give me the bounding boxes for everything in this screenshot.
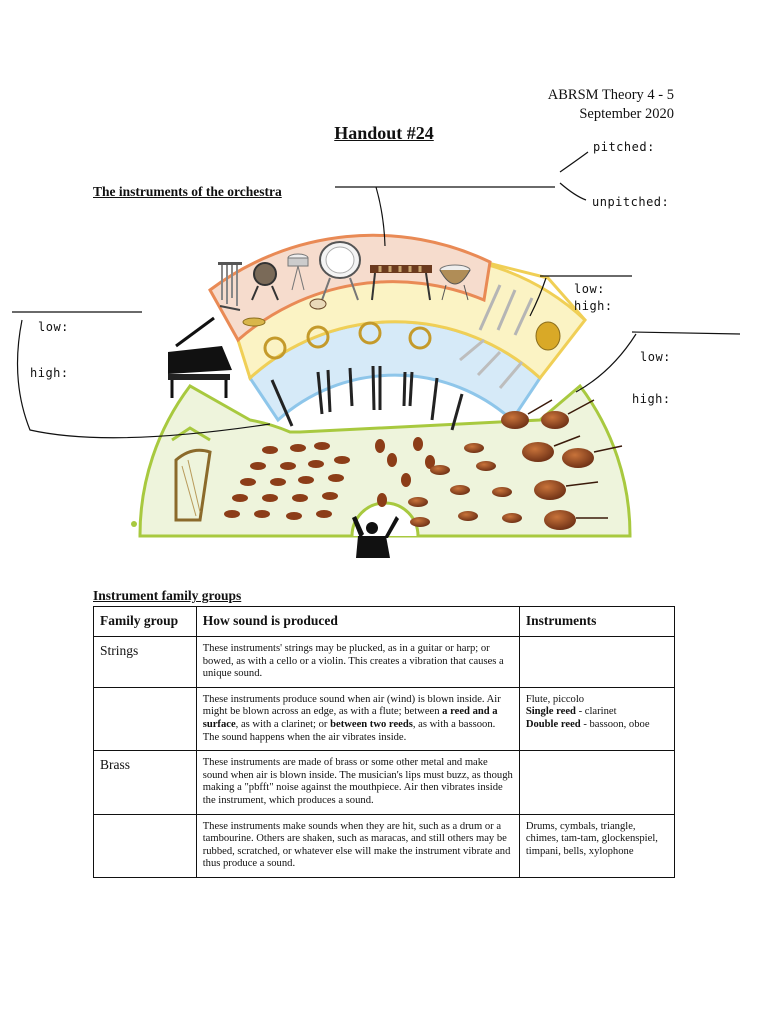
brass-low-annotation: low:	[574, 282, 605, 296]
left-low-annotation: low:	[38, 320, 69, 334]
instruments-cell	[518, 750, 676, 815]
instruments-cell: Flute, piccolo Single reed - clarinet Do…	[518, 686, 676, 752]
brass-high-annotation: high:	[574, 299, 613, 313]
conductor-icon	[352, 516, 399, 558]
table-header-row: Family group How sound is produced Instr…	[93, 606, 676, 637]
instrument-family-table: Family group How sound is produced Instr…	[93, 606, 676, 878]
trumpet-icon	[459, 338, 524, 389]
table-row: These instruments produce sound when air…	[93, 686, 676, 752]
date-label: September 2020	[579, 106, 674, 122]
xylophone-icon	[370, 265, 432, 301]
table-row: Brass These instruments are made of bras…	[93, 750, 676, 815]
document-header: ABRSM Theory 4 - 5 September 2020	[548, 86, 674, 124]
annotation-lines	[12, 151, 741, 439]
unpitched-annotation: unpitched:	[592, 195, 670, 209]
chimes-icon	[218, 262, 242, 311]
left-high-annotation: high:	[30, 366, 69, 380]
grand-piano-icon	[168, 316, 232, 398]
instruments-cell: Drums, cymbals, triangle, chimes, tam-ta…	[518, 813, 676, 878]
french-horn-icon	[263, 321, 432, 360]
cello-section-icon	[408, 443, 522, 527]
column-header: How sound is produced	[195, 606, 520, 637]
tambourine-icon	[309, 298, 327, 310]
sound-cell: These instruments' strings may be plucke…	[195, 636, 520, 688]
table-caption: Instrument family groups	[93, 588, 242, 603]
strings-low-annotation: low:	[640, 350, 671, 364]
page-title: Handout #24	[334, 123, 434, 143]
family-cell	[93, 813, 197, 878]
column-header: Instruments	[518, 606, 676, 637]
sound-cell: These instruments produce sound when air…	[195, 686, 520, 752]
instruments-cell	[518, 636, 676, 688]
violin-section-icon	[224, 437, 435, 520]
pitched-annotation: pitched:	[593, 140, 655, 154]
orchestra-seating-diagram	[12, 151, 741, 558]
cymbal-icon	[242, 317, 266, 327]
table-row: These instruments make sounds when they …	[93, 813, 676, 878]
sound-cell: These instruments make sounds when they …	[195, 813, 520, 878]
family-cell: Strings	[93, 636, 197, 688]
sound-cell: These instruments are made of brass or s…	[195, 750, 520, 815]
strings-high-annotation: high:	[632, 392, 671, 406]
woodwind-instruments-icon	[270, 365, 464, 431]
column-header: Family group	[93, 606, 197, 637]
trombone-icon	[478, 284, 534, 336]
tuba-icon	[535, 321, 561, 351]
timpani-icon	[439, 264, 471, 301]
section-subtitle: The instruments of the orchestra	[93, 184, 282, 199]
percussion-section	[208, 233, 492, 343]
snare-drum-icon	[287, 253, 309, 291]
family-cell	[93, 686, 197, 752]
harp-icon	[174, 448, 212, 522]
double-bass-icon	[501, 411, 594, 530]
gong-icon	[251, 262, 279, 301]
table-row: Strings These instruments' strings may b…	[93, 636, 676, 688]
bass-drum-icon	[319, 241, 361, 301]
course-label: ABRSM Theory 4 - 5	[547, 87, 674, 103]
family-cell: Brass	[93, 750, 197, 815]
